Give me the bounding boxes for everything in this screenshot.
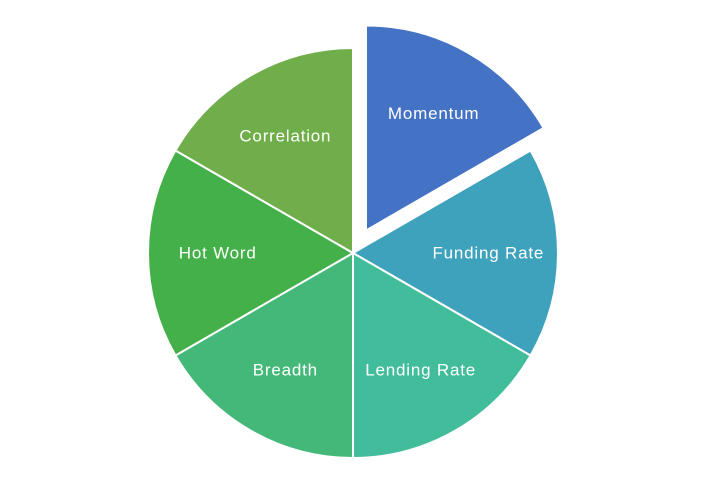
pie-slice-funding-rate[interactable] (352, 149, 559, 357)
pie-slice-momentum[interactable] (365, 24, 545, 232)
pie-slice-correlation[interactable] (174, 47, 354, 254)
pie-slice-lending-rate[interactable] (352, 252, 532, 459)
pie-slice-breadth[interactable] (174, 252, 354, 459)
pie-slice-hot-word[interactable] (147, 149, 354, 357)
